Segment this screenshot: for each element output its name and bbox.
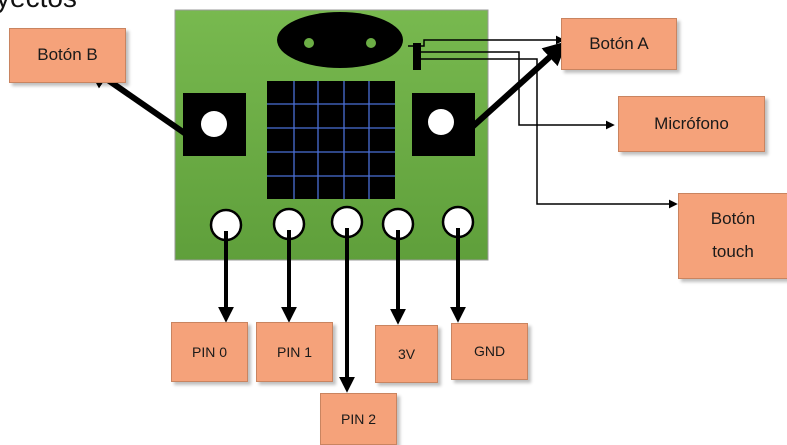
label-gnd: GND [451,323,528,380]
led-matrix [267,81,395,199]
label-pin1-text: PIN 1 [276,343,312,360]
label-3v-text: 3V [397,345,416,362]
logo-eye-left [304,38,314,48]
label-boton-b-text: Botón B [37,45,98,65]
label-touch-line1: Botón [710,209,756,229]
label-microfono: Micrófono [618,96,765,152]
label-boton-b: Botón B [9,28,126,83]
label-pin1: PIN 1 [256,322,333,382]
label-pin0: PIN 0 [171,322,248,382]
cut-heading-text: yectos [0,0,77,14]
label-boton-a-text: Botón A [589,33,649,53]
label-microfono-text: Micrófono [654,113,729,133]
connector-to-microfono [421,51,615,130]
arrow-button-a [467,41,568,132]
button-a-cap [428,109,454,135]
label-gnd-text: GND [473,343,506,360]
label-touch-line2: touch [712,242,754,261]
logo-eye-right [366,38,376,48]
label-pin2-text: PIN 2 [340,410,376,427]
connector-to-button-a [408,35,565,47]
label-pin2: PIN 2 [320,393,397,445]
logo-oval [277,12,403,68]
label-3v: 3V [375,325,438,383]
connector-to-touch [421,58,678,209]
label-pin0-text: PIN 0 [191,343,227,360]
mic-component [413,43,421,70]
label-boton-a: Botón A [561,18,677,70]
button-b-cap [201,111,227,137]
label-boton-touch: Botón touch [678,193,787,279]
